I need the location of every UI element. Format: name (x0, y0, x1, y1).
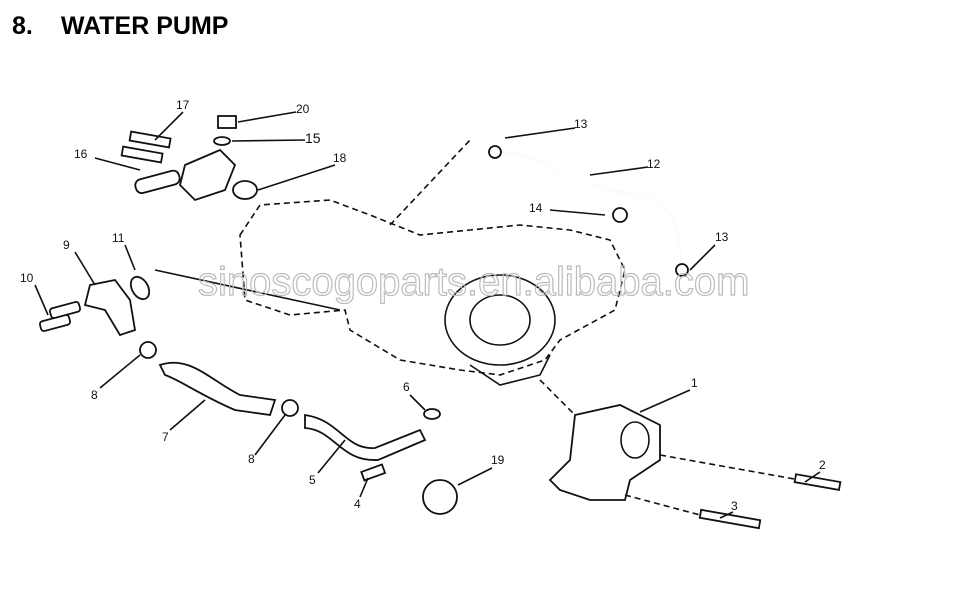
callout-3: 3 (731, 499, 738, 513)
engine-block (154, 139, 626, 386)
callout-19: 19 (491, 453, 505, 467)
callout-13-right: 13 (715, 230, 729, 244)
leader-lines (34, 111, 821, 519)
callout-1: 1 (691, 376, 698, 390)
outlet-fitting (38, 275, 157, 359)
o-ring-19 (422, 479, 458, 515)
callout-18: 18 (333, 151, 347, 165)
callout-12: 12 (647, 157, 661, 171)
callout-14: 14 (529, 201, 543, 215)
water-pump (539, 379, 842, 530)
bolt-4 (360, 463, 387, 482)
callout-17: 17 (176, 98, 190, 112)
callout-13-top: 13 (574, 117, 588, 131)
watermark: sinoscogoparts.en.alibaba.com (198, 260, 749, 304)
callout-20: 20 (296, 102, 310, 116)
o-ring-6 (423, 408, 441, 420)
callout-2: 2 (819, 458, 826, 472)
water-pipe-5 (304, 413, 427, 461)
callout-8-left: 8 (91, 388, 98, 402)
callout-5: 5 (309, 473, 316, 487)
callout-10: 10 (20, 271, 34, 285)
section-number: 8. (12, 12, 33, 40)
callout-6: 6 (403, 380, 410, 394)
callout-8-middle: 8 (248, 452, 255, 466)
page-title: 8. WATER PUMP (12, 12, 228, 41)
callout-4: 4 (354, 497, 361, 511)
callout-15: 15 (305, 130, 321, 146)
hose-clamp-8 (281, 399, 299, 417)
section-title: WATER PUMP (60, 12, 229, 40)
breather-hose (488, 145, 689, 277)
thermostat-housing (120, 115, 258, 202)
coolant-hose-7 (158, 361, 277, 416)
callout-7: 7 (162, 430, 169, 444)
callout-16: 16 (74, 147, 88, 161)
callout-11: 11 (112, 231, 125, 245)
callout-9: 9 (63, 238, 70, 252)
